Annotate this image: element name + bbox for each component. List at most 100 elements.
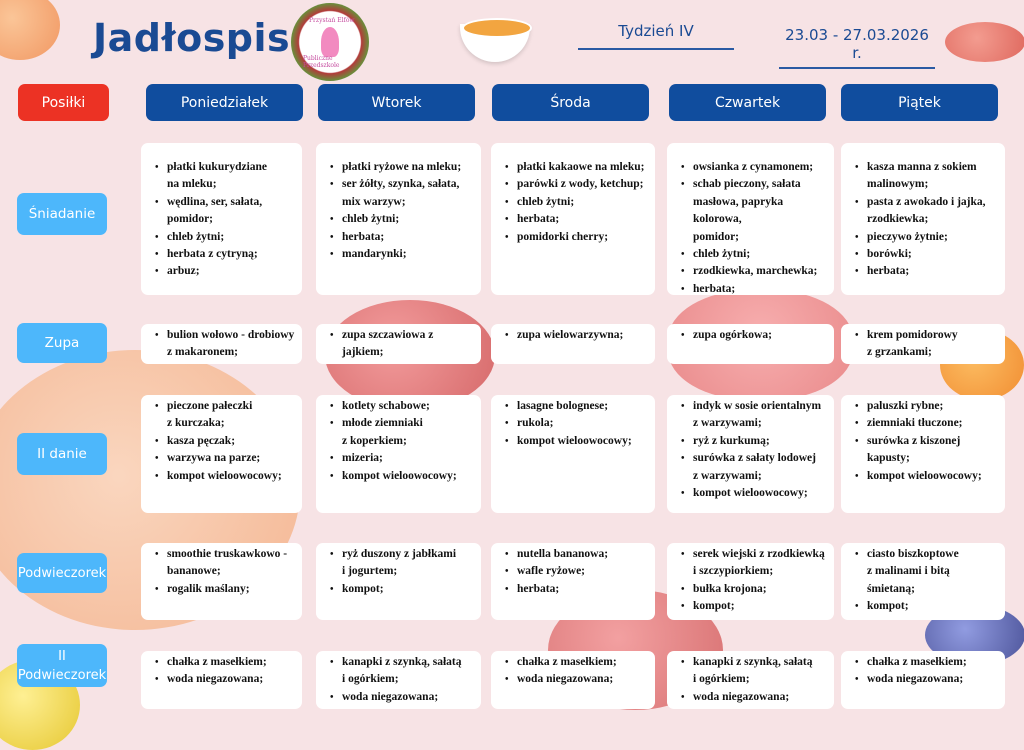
- day-header-tuesday: Wtorek: [318, 84, 475, 121]
- menu-item-list: owsianka z cynamonem;schab pieczony, sał…: [681, 159, 828, 299]
- menu-item: surówka z kiszonej kapusty;: [855, 433, 999, 468]
- soup-bowl-icon: [460, 14, 532, 66]
- fairy-icon: [321, 27, 339, 57]
- menu-item-continuation: pomidor;: [693, 230, 739, 243]
- menu-item: woda niegazowana;: [330, 689, 475, 707]
- menu-card-soup-tuesday: zupa szczawiowa z jajkiem;: [316, 324, 481, 364]
- menu-item: pomidorki cherry;: [505, 229, 649, 247]
- menu-item: woda niegazowana;: [681, 689, 828, 707]
- menu-item: mizeria;: [330, 450, 475, 468]
- page-title: Jadłospis: [93, 16, 291, 60]
- menu-item: kompot;: [855, 598, 999, 616]
- menu-item-continuation: rzodkiewka;: [867, 213, 929, 226]
- menu-item-continuation: mix warzyw;: [342, 195, 406, 208]
- meal-label-second-course: II danie: [17, 433, 107, 475]
- menu-item: herbata;: [855, 263, 999, 281]
- menu-card-snack-wednesday: nutella bananowa;wafle ryżowe;herbata;: [491, 543, 655, 620]
- menu-item: herbata;: [505, 211, 649, 229]
- menu-item-list: zupa szczawiowa z jajkiem;: [330, 327, 475, 362]
- menu-item: chleb żytni;: [330, 211, 475, 229]
- day-header-monday: Poniedziałek: [146, 84, 303, 121]
- menu-item: owsianka z cynamonem;: [681, 159, 828, 177]
- menu-item: surówka z sałaty lodowej: [681, 450, 828, 468]
- menu-item: kompot wieloowocowy;: [681, 485, 828, 503]
- menu-item: zupa ogórkowa;: [681, 327, 828, 345]
- menu-card-second-course-friday: paluszki rybne;ziemniaki tłuczone;surówk…: [841, 395, 1005, 513]
- menu-item-list: zupa wielowarzywna;: [505, 327, 649, 345]
- menu-card-second-snack-friday: chałka z masełkiem;woda niegazowana;: [841, 651, 1005, 709]
- menu-item: indyk w sosie orientalnym: [681, 398, 828, 416]
- tomato-decoration-icon: [945, 22, 1024, 62]
- menu-item: ryż z kurkumą;: [681, 433, 828, 451]
- menu-item-list: chałka z masełkiem;woda niegazowana;: [855, 654, 999, 689]
- menu-item: kasza pęczak;: [155, 433, 296, 451]
- menu-card-breakfast-tuesday: płatki ryżowe na mleku;ser żółty, szynka…: [316, 143, 481, 295]
- menu-item: chleb żytni;: [505, 194, 649, 212]
- menu-item: kompot;: [681, 598, 828, 616]
- menu-item: kasza manna z sokiem: [855, 159, 999, 177]
- meal-label-soup: Zupa: [17, 323, 107, 363]
- meal-label-snack: Podwieczorek: [17, 553, 107, 593]
- menu-item: pasta z awokado i jajka,: [855, 194, 999, 212]
- menu-item: krem pomidorowy: [855, 327, 999, 345]
- menu-item: serek wiejski z rzodkiewką: [681, 546, 828, 564]
- menu-item: wędlina, ser, sałata,: [155, 194, 296, 212]
- menu-item: nutella bananowa;: [505, 546, 649, 564]
- meals-column-header: Posiłki: [18, 84, 109, 121]
- menu-item: młode ziemniaki: [330, 415, 475, 433]
- menu-item: kompot;: [330, 581, 475, 599]
- menu-item: herbata;: [681, 281, 828, 299]
- menu-item-continuation: bananowe;: [167, 565, 221, 578]
- menu-item: kompot wieloowocowy;: [155, 468, 296, 486]
- menu-card-second-snack-monday: chałka z masełkiem;woda niegazowana;: [141, 651, 302, 709]
- menu-item: arbuz;: [155, 263, 296, 281]
- menu-item: wafle ryżowe;: [505, 563, 649, 581]
- menu-item: zupa wielowarzywna;: [505, 327, 649, 345]
- menu-item: kanapki z szynką, sałatą: [330, 654, 475, 672]
- menu-item: kompot wieloowocowy;: [330, 468, 475, 486]
- menu-item: chleb żytni;: [681, 246, 828, 264]
- menu-item-continuation: z malinami i bitą śmietaną;: [867, 565, 950, 595]
- menu-item: mandarynki;: [330, 246, 475, 264]
- menu-card-snack-monday: smoothie truskawkowo -bananowe;rogalik m…: [141, 543, 302, 620]
- menu-item-list: chałka z masełkiem;woda niegazowana;: [155, 654, 296, 689]
- logo-text-bottom: Publiczne Przedszkole: [303, 55, 340, 69]
- menu-item: chałka z masełkiem;: [155, 654, 296, 672]
- menu-card-second-snack-wednesday: chałka z masełkiem;woda niegazowana;: [491, 651, 655, 709]
- menu-item-list: nutella bananowa;wafle ryżowe;herbata;: [505, 546, 649, 599]
- menu-card-soup-wednesday: zupa wielowarzywna;: [491, 324, 655, 364]
- menu-item: rogalik maślany;: [155, 581, 296, 599]
- menu-item-continuation: z koperkiem;: [342, 434, 407, 447]
- menu-item-continuation: pomidor;: [167, 213, 213, 226]
- menu-item: bulion wołowo - drobiowy: [155, 327, 296, 345]
- menu-item-list: chałka z masełkiem;woda niegazowana;: [505, 654, 649, 689]
- menu-item: ryż duszony z jabłkami: [330, 546, 475, 564]
- menu-item: ciasto biszkoptowe: [855, 546, 999, 564]
- menu-item-continuation: z warzywami;: [693, 417, 762, 430]
- menu-item-list: zupa ogórkowa;: [681, 327, 828, 345]
- menu-item: rzodkiewka, marchewka;: [681, 263, 828, 281]
- meal-label-breakfast: Śniadanie: [17, 193, 107, 235]
- menu-item-list: lasagne bolognese;rukola;kompot wieloowo…: [505, 398, 649, 451]
- day-header-friday: Piątek: [841, 84, 998, 121]
- menu-item-continuation: i jogurtem;: [342, 565, 398, 578]
- menu-item-continuation: na mleku;: [167, 178, 217, 191]
